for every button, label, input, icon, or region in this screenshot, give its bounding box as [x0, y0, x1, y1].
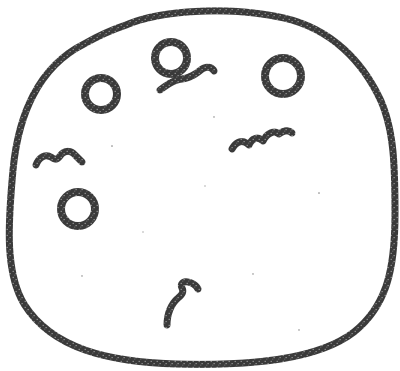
ring-organism	[61, 192, 95, 226]
curved-rod-organism	[232, 131, 292, 149]
ring-organism	[85, 78, 117, 110]
curved-rod-organism	[167, 282, 198, 325]
cell-boundary	[9, 11, 395, 364]
print-grain	[81, 116, 320, 330]
ring-organism	[155, 42, 187, 74]
curved-rod-organism	[36, 151, 82, 165]
ring-organism	[265, 58, 301, 94]
